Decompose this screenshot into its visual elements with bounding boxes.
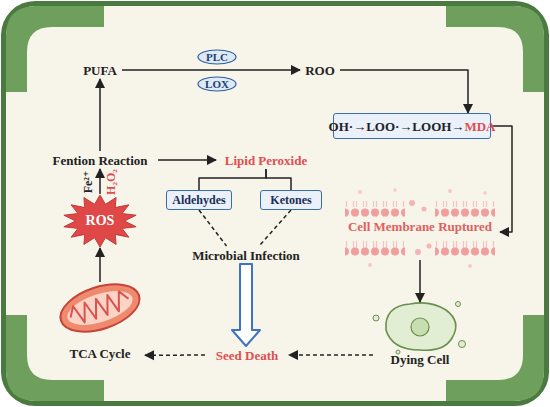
node-text: Dying Cell [391, 353, 450, 366]
node-text: Cell Membrane Ruptured [348, 220, 492, 233]
flow-arrow [99, 169, 101, 194]
dying-cell-illustration [373, 302, 466, 355]
dashed-arrow [289, 354, 373, 356]
dashed-arrow [145, 354, 205, 356]
ellipse-shape [198, 50, 236, 64]
mitochondrion-illustration [55, 275, 146, 340]
mitochondrion-node: TCA Cycle [55, 282, 145, 360]
node-text: Lipid Peroxide [225, 154, 307, 167]
process-text: Microbial Infection [181, 246, 311, 264]
node-text: Aldehydes [172, 194, 225, 206]
term-text: ROO [300, 61, 340, 79]
flow-arrow [419, 260, 421, 302]
product-box: Ketones [260, 190, 322, 210]
process-text: Fention Reaction [42, 151, 158, 169]
bracket-line [266, 169, 291, 190]
flow-arrow [491, 126, 512, 232]
reagent-label: Fe²⁺ [82, 171, 94, 194]
node-text: Microbial Infection [192, 249, 300, 262]
node-text: OH·→LOO·→LOOH→ [329, 120, 465, 133]
product-text: Lipid Peroxide [216, 151, 316, 169]
product-box: Aldehydes [166, 190, 232, 210]
dashed-arrow [199, 210, 227, 246]
enzyme-ellipse: LOX [197, 76, 237, 92]
reagent-label: H₂O₂ [105, 169, 117, 195]
enzyme-ellipse: PLC [197, 49, 237, 65]
flow-arrow [158, 159, 216, 161]
term-text: PUFA [78, 61, 122, 79]
outcome-text: Seed Death [205, 346, 289, 364]
node-text: LOX [205, 79, 229, 90]
node-text: Seed Death [216, 349, 278, 362]
node-text: ROS [86, 214, 115, 228]
chain-box: OH·→LOO·→LOOH→MDA [333, 113, 491, 139]
starburst-shape [64, 195, 136, 247]
node-text: PLC [206, 52, 228, 63]
node-text: Fention Reaction [53, 154, 148, 167]
flow-arrow [99, 79, 101, 151]
flow-arrow [122, 69, 300, 71]
bracket-line [199, 169, 266, 190]
flow-arrow [340, 70, 468, 113]
hollow-arrow [232, 264, 260, 346]
cytoplasm [6, 6, 544, 401]
membrane-node: Cell Membrane Ruptured [340, 198, 500, 260]
dashed-arrow [259, 210, 291, 246]
node-text: Ketones [270, 194, 311, 206]
cell-wall-corners [6, 6, 544, 401]
flow-arrow [99, 248, 101, 282]
dying-cell-node: Dying Cell [373, 302, 467, 366]
node-text: TCA Cycle [69, 347, 130, 360]
node-text: ROO [305, 64, 335, 77]
node-text: PUFA [83, 64, 117, 77]
membrane-illustration [345, 188, 495, 268]
ros-starburst: ROS [62, 194, 138, 248]
node-text: MDA [464, 120, 495, 133]
ellipse-shape [198, 77, 236, 91]
